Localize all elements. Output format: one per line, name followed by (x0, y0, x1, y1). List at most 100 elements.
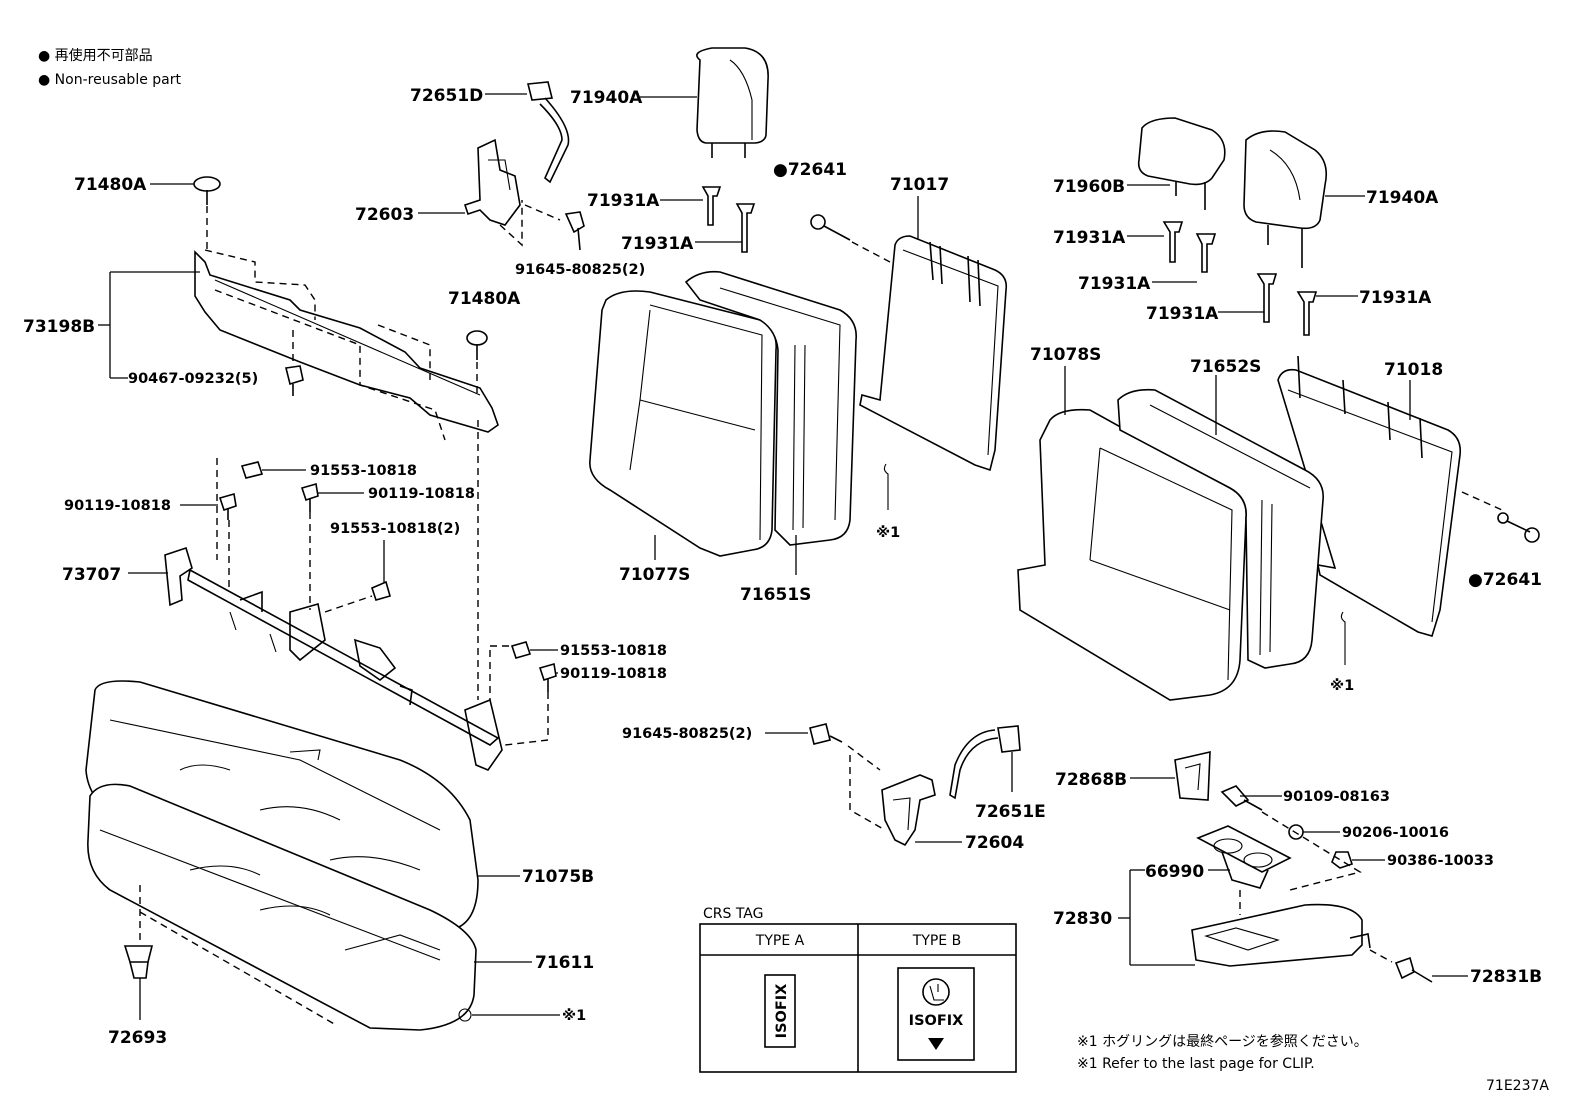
isofix-cover-72651e (949, 725, 1021, 800)
crs-tag-table: CRS TAG TYPE A TYPE B ISOFIX ISOFIX (699, 906, 1017, 1073)
label-90119-mid: 90119-10818 (368, 486, 475, 502)
bolt-91645-mid (809, 723, 886, 831)
label-71078s: 71078S (1030, 345, 1101, 365)
label-clip-1: ※1 (876, 525, 900, 541)
legend-jp: ● 再使用不可部品 (38, 47, 153, 64)
seatback-pad-71652s (1117, 388, 1324, 669)
bolt-90119-left (218, 492, 237, 520)
crs-type-b: TYPE B (912, 933, 961, 949)
label-clip-3: ※1 (562, 1008, 586, 1024)
clip-72693 (123, 885, 337, 1026)
armrest-cover-72868b (1174, 750, 1211, 801)
pad-71480a-mid (466, 330, 488, 395)
label-90386: 90386-10033 (1387, 853, 1494, 869)
label-71075b: 71075B (522, 867, 594, 887)
headrest-guide-71931a-2 (735, 203, 756, 253)
bolt-90119-3 (538, 662, 557, 692)
crs-type-a: TYPE A (755, 933, 805, 949)
pad-71480a-top (193, 176, 221, 205)
support-bar-73198b (194, 206, 499, 441)
label-71611: 71611 (535, 953, 594, 973)
clip-ring-3 (458, 1008, 472, 1022)
label-72830: 72830 (1053, 909, 1112, 929)
headrest-guide-71931a-1 (701, 186, 722, 226)
screw-90109 (1220, 785, 1263, 811)
label-71018: 71018 (1384, 360, 1443, 380)
bracket-72603 (463, 138, 561, 247)
seatback-frame-71018 (1277, 355, 1503, 637)
label-71960b: 71960B (1053, 177, 1125, 197)
nut-91553-1 (240, 461, 264, 479)
down-arrow-icon (928, 1038, 944, 1050)
label-72651e: 72651E (975, 802, 1046, 822)
label-72604: 72604 (965, 833, 1024, 853)
label-72641-right: ●72641 (1468, 570, 1542, 590)
armrest-72830 (1191, 903, 1371, 967)
label-91645-mid: 91645-80825(2) (622, 726, 752, 742)
isofix-cover-72651d (526, 81, 570, 184)
bolt-72641-top (810, 214, 891, 263)
nut-91553-3 (510, 641, 532, 659)
headrest-71940a-left (696, 47, 769, 158)
legend-en: ● Non-reusable part (38, 72, 181, 88)
label-91645-top: 91645-80825(2) (515, 262, 645, 278)
clip-90467 (285, 330, 304, 396)
label-90467: 90467-09232(5) (128, 371, 258, 387)
bolt-90119-mid (300, 482, 319, 512)
label-73198b: 73198B (23, 317, 95, 337)
label-71931a-1: 71931A (587, 191, 660, 211)
bracket-72604 (881, 774, 936, 847)
clip-ring-2 (1340, 611, 1346, 665)
label-71931a-3: 71931A (1053, 228, 1126, 248)
label-71940a-right: 71940A (1366, 188, 1439, 208)
label-72693: 72693 (108, 1028, 167, 1048)
footnote-jp: ※1 ホグリングは最終ページを参照ください。 (1077, 1033, 1368, 1050)
nut-91553-2 (324, 540, 391, 613)
label-71652s: 71652S (1190, 357, 1261, 377)
label-91553-1: 91553-10818 (310, 463, 417, 479)
label-71931a-4: 71931A (1078, 274, 1151, 294)
label-72641-top: ●72641 (773, 160, 847, 180)
label-66990: 66990 (1145, 862, 1204, 882)
label-clip-2: ※1 (1330, 678, 1354, 694)
crs-tag-title: CRS TAG (703, 906, 763, 922)
label-71940a-left: 71940A (570, 88, 643, 108)
label-72831b: 72831B (1470, 967, 1542, 987)
label-90206: 90206-10016 (1342, 825, 1449, 841)
label-71651s: 71651S (740, 585, 811, 605)
child-seat-icon (922, 978, 950, 1006)
figure-id: 71E237A (1486, 1078, 1549, 1094)
label-71480a-mid: 71480A (448, 289, 521, 309)
label-71931a-5: 71931A (1146, 304, 1219, 324)
bolt-72641-right (1497, 512, 1540, 543)
seatback-pad-71651s (684, 270, 857, 546)
label-72603: 72603 (355, 205, 414, 225)
label-73707: 73707 (62, 565, 121, 585)
clip-ring-1 (883, 463, 889, 510)
label-71931a-2: 71931A (621, 234, 694, 254)
isofix-type-b: ISOFIX (909, 1013, 964, 1029)
label-91553-2: 91553-10818(2) (330, 521, 460, 537)
headrest-71940a-right (1243, 130, 1328, 268)
nut-90386 (1331, 851, 1354, 869)
bolt-91645-top (564, 211, 585, 251)
label-71931a-6: 71931A (1359, 288, 1432, 308)
headrest-71960b (1137, 117, 1226, 210)
headrest-guides-right (1162, 221, 1318, 336)
seatback-frame-71017 (859, 235, 1008, 472)
isofix-type-a: ISOFIX (774, 984, 790, 1039)
label-71017: 71017 (890, 175, 949, 195)
label-72651d: 72651D (410, 86, 483, 106)
label-71077s: 71077S (619, 565, 690, 585)
seat-cushion-pad-71611 (87, 783, 477, 1031)
label-90119-left: 90119-10818 (64, 498, 171, 514)
label-71480a-top: 71480A (74, 175, 147, 195)
seatback-cover-71077s (589, 290, 777, 557)
cup-holder-66990 (1196, 825, 1292, 889)
label-90109: 90109-08163 (1283, 789, 1390, 805)
pin-72831b (1369, 949, 1433, 983)
label-90119-3: 90119-10818 (560, 666, 667, 682)
footnote-en: ※1 Refer to the last page for CLIP. (1077, 1056, 1315, 1072)
hinge-rod-73707 (164, 546, 503, 771)
